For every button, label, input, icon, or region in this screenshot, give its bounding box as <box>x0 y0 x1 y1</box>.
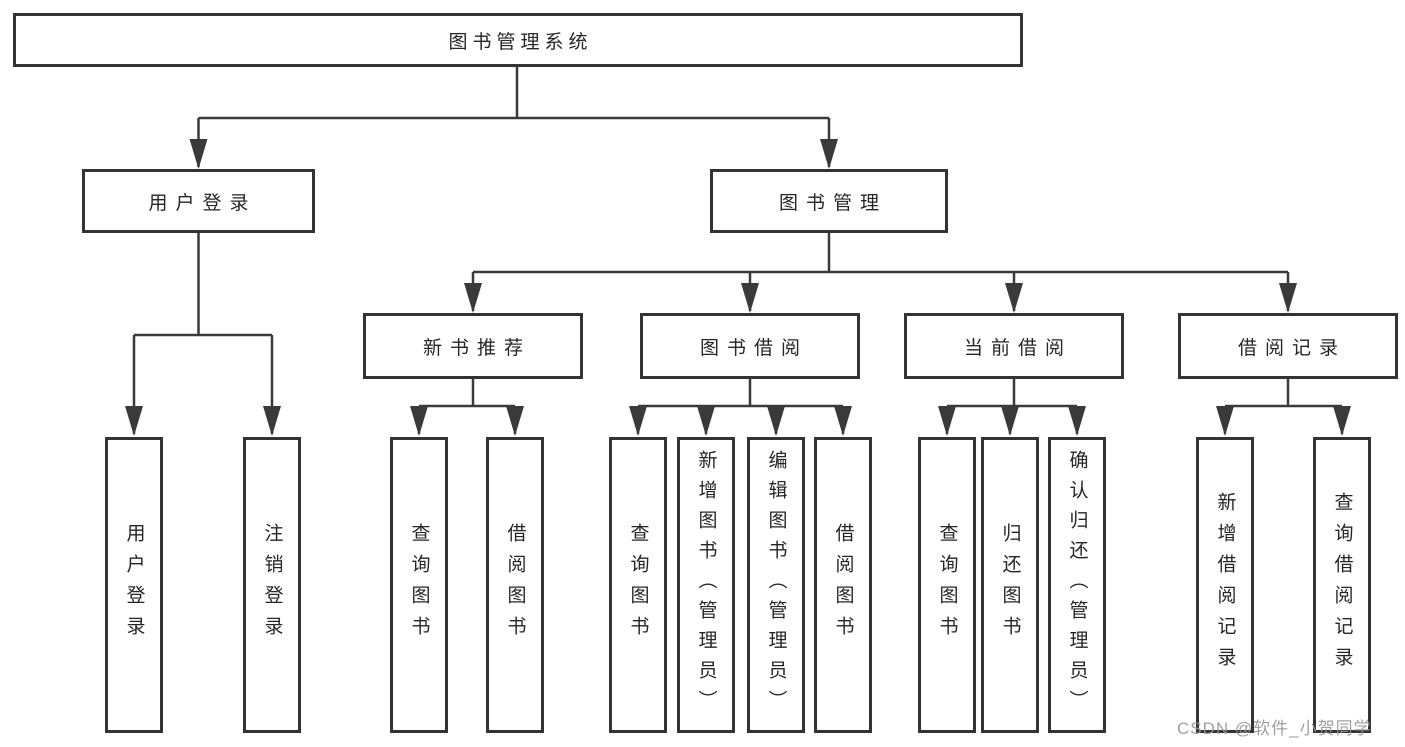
node-library-management-system: 图书管理系统 <box>13 13 1023 67</box>
leaf-label: 查询图书 <box>936 523 958 647</box>
arrowhead <box>767 406 785 436</box>
node-new-book-recommend: 新书推荐 <box>363 313 583 379</box>
node-label: 当前借阅 <box>963 337 1072 359</box>
node-user-login: 用户登录 <box>82 169 315 233</box>
connector-book-borrow-children <box>629 379 852 436</box>
connector-root-to-level1 <box>189 67 838 169</box>
arrowhead <box>1068 406 1086 436</box>
arrowhead <box>125 406 143 436</box>
node-borrow-records: 借阅记录 <box>1178 313 1398 379</box>
leaf-label: 查询借阅记录 <box>1331 492 1353 678</box>
leaf-user-login: 用户登录 <box>105 437 163 733</box>
node-label: 图书借阅 <box>699 337 808 359</box>
leaf-label: 用户登录 <box>123 523 145 647</box>
arrowhead <box>697 406 715 436</box>
connector-book-mgmt-children <box>464 233 1297 313</box>
node-label: 图书管理 <box>778 192 887 214</box>
csdn-watermark: CSDN @软件_小贺同学 <box>1177 719 1372 738</box>
node-label: 借阅记录 <box>1237 337 1346 359</box>
arrowhead <box>410 406 428 436</box>
node-label: 新书推荐 <box>422 337 531 359</box>
node-book-management: 图书管理 <box>710 169 948 233</box>
arrowhead <box>464 283 482 313</box>
arrowhead <box>1005 283 1023 313</box>
arrowhead <box>1279 283 1297 313</box>
leaf-edit-book-admin: 编辑图书（管理员） <box>747 437 805 733</box>
leaf-label: 查询图书 <box>408 523 430 647</box>
arrowhead <box>1333 406 1351 436</box>
leaf-query-book-borrow: 查询图书 <box>609 437 667 733</box>
leaf-query-book-current: 查询图书 <box>918 437 976 733</box>
arrowhead <box>938 406 956 436</box>
node-label: 图书管理系统 <box>448 31 593 53</box>
arrowhead <box>629 406 647 436</box>
leaf-label: 归还图书 <box>999 523 1021 647</box>
arrowhead <box>263 406 281 436</box>
connector-new-book-children <box>410 379 524 436</box>
leaf-query-book-recommend: 查询图书 <box>390 437 448 733</box>
node-book-borrow: 图书借阅 <box>640 313 860 379</box>
leaf-label: 借阅图书 <box>832 523 854 647</box>
arrowhead <box>834 406 852 436</box>
node-label: 用户登录 <box>148 192 257 214</box>
leaf-label: 编辑图书（管理员） <box>765 450 787 720</box>
leaf-query-borrow-record: 查询借阅记录 <box>1313 437 1371 733</box>
connector-user-login-children <box>125 233 281 436</box>
connector-borrow-records-children <box>1216 379 1351 436</box>
arrowhead <box>1216 406 1234 436</box>
node-current-borrow: 当前借阅 <box>904 313 1124 379</box>
connector-current-borrow-children <box>938 379 1086 436</box>
leaf-borrow-book-recommend: 借阅图书 <box>486 437 544 733</box>
leaf-label: 借阅图书 <box>504 523 526 647</box>
leaf-label: 注销登录 <box>261 523 283 647</box>
arrowhead <box>741 283 759 313</box>
leaf-label: 确认归还（管理员） <box>1066 450 1088 720</box>
leaf-confirm-return-admin: 确认归还（管理员） <box>1048 437 1106 733</box>
arrowhead <box>189 139 208 169</box>
arrowhead <box>506 406 524 436</box>
leaf-borrow-book: 借阅图书 <box>814 437 872 733</box>
leaf-logout: 注销登录 <box>243 437 301 733</box>
arrowhead <box>1001 406 1019 436</box>
leaf-label: 查询图书 <box>627 523 649 647</box>
leaf-return-book: 归还图书 <box>981 437 1039 733</box>
leaf-label: 新增图书（管理员） <box>695 450 717 720</box>
arrowhead <box>820 139 838 169</box>
leaf-add-borrow-record: 新增借阅记录 <box>1196 437 1254 733</box>
leaf-add-book-admin: 新增图书（管理员） <box>677 437 735 733</box>
leaf-label: 新增借阅记录 <box>1214 492 1236 678</box>
